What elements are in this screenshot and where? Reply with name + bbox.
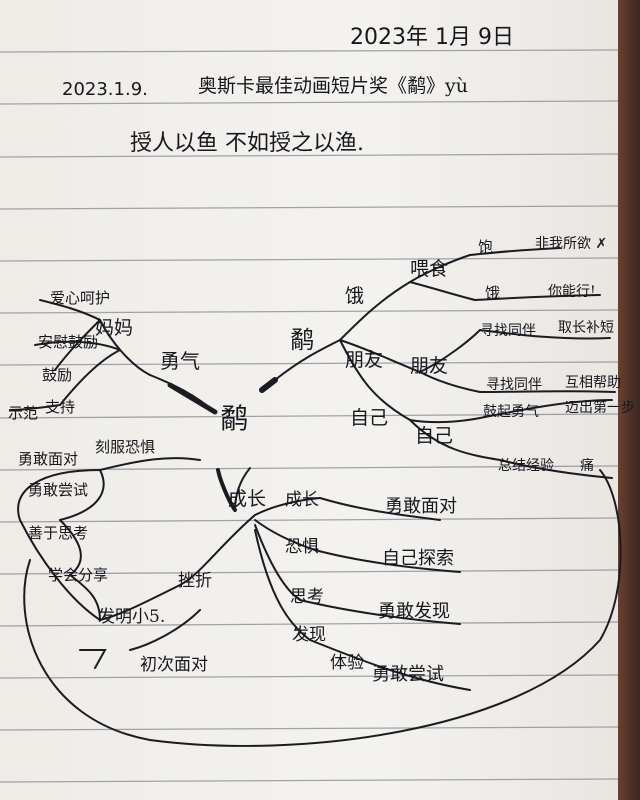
node-sub1-item-1: 饿 [485, 284, 500, 302]
notebook-page [0, 0, 618, 800]
left-item-0: 爱心呵护 [50, 289, 110, 307]
node-sub3-item-0: 鼓起勇气 [483, 404, 539, 420]
lower-left-label: 勇敢面对 [18, 450, 78, 468]
entry-date: 2023.1.9. [62, 79, 148, 100]
bottom-item-2: 发现 [292, 625, 326, 645]
center-node: 鹬 [220, 402, 248, 435]
node-sub3-item-1: 总结经验 [498, 458, 554, 474]
handwritten-date: 2023年 1月 9日 [350, 25, 514, 50]
bottom-note-1: 自己探索 [382, 548, 454, 569]
lower-left-item-2: 善于思考 [28, 524, 88, 542]
node-sub1: 饿 [345, 285, 364, 307]
node-sub1-child: 喂食 [410, 258, 448, 280]
lower-left-item-3: 学会分享 [48, 566, 108, 584]
node-sub3-note-0: 迈出第一步 [565, 399, 635, 416]
bottom-item-1: 思考 [290, 587, 324, 607]
node-sub3: 自己 [350, 407, 388, 429]
bottom-note-2: 勇敢发现 [378, 601, 450, 622]
node-sub2-item-1: 寻找同伴 [486, 377, 542, 393]
bottom-left-0: 挫折 [178, 571, 212, 591]
node-sub2-left: 朋友 [410, 355, 448, 377]
page-title: 奥斯卡最佳动画短片奖《鹬》yù [198, 75, 468, 97]
left-item-3: 示范 [8, 404, 38, 422]
bottom-sub-a: 成长 [285, 490, 319, 510]
node-sub1-item-0: 饱 [478, 238, 493, 256]
node-sub1-note-0: 非我所欲 ✗ [535, 236, 607, 252]
node-sub2-note-1: 互相帮助 [565, 375, 621, 391]
right-branch-label: 鹬 [290, 326, 314, 354]
notebook-cover-edge [618, 0, 640, 800]
proverb: 授人以鱼 不如授之以渔. [130, 131, 364, 156]
bottom-node: 成长 [228, 488, 266, 510]
bottom-left-2: 初次面对 [140, 655, 208, 675]
left-item-1: 安慰鼓励 [38, 333, 98, 351]
bottom-note-3: 勇敢尝试 [372, 664, 444, 685]
lower-left-item-1: 勇敢尝试 [28, 481, 88, 499]
left-branch-label: 勇气 [160, 349, 200, 373]
left-item-2: 鼓励 [42, 366, 72, 384]
node-sub1-note-1: 你能行! [548, 284, 596, 300]
bottom-item-3: 体验 [330, 653, 364, 673]
node-sub3-child: 自己 [415, 425, 453, 447]
node-sub2-note-0: 取长补短 [558, 320, 614, 336]
mother-node: 妈妈 [95, 317, 133, 339]
bottom-note-0: 勇敢面对 [385, 496, 457, 517]
node-sub2: 朋友 [345, 349, 383, 371]
node-sub2-item-0: 寻找同伴 [480, 323, 536, 339]
lower-left-item-0: 刻服恐惧 [95, 438, 155, 456]
left-item-4: 支持 [45, 398, 75, 416]
bottom-left-1: 发明小5. [98, 607, 165, 627]
node-sub3-note-1: 痛 [580, 457, 594, 474]
mindmap-strokes [9, 247, 622, 747]
bottom-item-0: 恐惧 [285, 537, 319, 557]
